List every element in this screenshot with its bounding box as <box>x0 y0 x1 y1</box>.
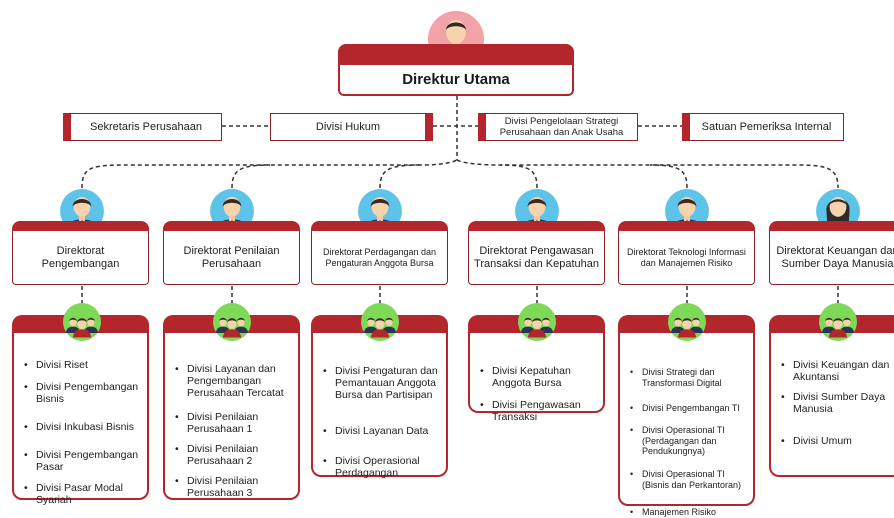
division-card: Divisi RisetDivisi Pengembangan BisnisDi… <box>12 315 149 506</box>
division-item: Divisi Pengembangan TI <box>630 403 749 414</box>
directorate-name: Direktorat Penilaian Perusahaan <box>163 231 300 285</box>
directorate-card: Direktorat Pengembangan <box>12 221 149 285</box>
team-icon <box>212 302 252 342</box>
division-card: Divisi Kepatuhan Anggota BursaDivisi Pen… <box>468 315 605 423</box>
division-item: Divisi Layanan Data <box>323 425 442 437</box>
divisi-hukum-box: Divisi Hukum <box>270 113 433 141</box>
division-item: Divisi Pengembangan Bisnis <box>24 381 143 405</box>
division-item: Divisi Operasional TI (Bisnis dan Perkan… <box>630 469 749 490</box>
division-item: Divisi Penilaian Perusahaan 1 <box>175 411 294 435</box>
connector-lines <box>81 96 839 310</box>
division-item: Divisi Pasar Modal Syariah <box>24 482 143 506</box>
directorate-name: Direktorat Pengembangan <box>12 231 149 285</box>
direktur-utama-box: Direktur Utama <box>338 44 574 96</box>
division-item: Divisi Sumber Daya Manusia <box>781 391 894 415</box>
team-icon <box>517 302 557 342</box>
directorate-card: Direktorat Teknologi Informasi dan Manaj… <box>618 221 755 285</box>
directorate-name: Direktorat Keuangan dan Sumber Daya Manu… <box>769 231 894 285</box>
directorate-card: Direktorat Penilaian Perusahaan <box>163 221 300 285</box>
directorate-name: Direktorat Perdagangan dan Pengaturan An… <box>311 231 448 285</box>
division-item: Divisi Kepatuhan Anggota Bursa <box>480 365 599 389</box>
division-card: Divisi Strategi dan Transformasi Digital… <box>618 315 755 517</box>
division-item: Divisi Pengaturan dan Pemantauan Anggota… <box>323 365 442 401</box>
division-item: Divisi Penilaian Perusahaan 2 <box>175 443 294 467</box>
directorate-name: Direktorat Teknologi Informasi dan Manaj… <box>618 231 755 285</box>
division-item: Divisi Inkubasi Bisnis <box>24 421 143 433</box>
division-item: Divisi Pengawasan Transaksi <box>480 399 599 423</box>
division-item: Divisi Riset <box>24 359 143 371</box>
division-item: Divisi Layanan dan Pengembangan Perusaha… <box>175 363 294 399</box>
division-item: Divisi Umum <box>781 435 894 447</box>
team-icon <box>360 302 400 342</box>
team-icon <box>667 302 707 342</box>
division-item: Divisi Penilaian Perusahaan 3 <box>175 475 294 499</box>
sekretaris-perusahaan-box: Sekretaris Perusahaan <box>63 113 222 141</box>
division-item: Divisi Operasional TI (Perdagangan dan P… <box>630 425 749 457</box>
division-item: Manajemen Risiko <box>630 507 749 518</box>
division-card: Divisi Layanan dan Pengembangan Perusaha… <box>163 315 300 500</box>
directorate-card: Direktorat Perdagangan dan Pengaturan An… <box>311 221 448 285</box>
division-item: Divisi Operasional Perdagangan <box>323 455 442 479</box>
division-item: Divisi Strategi dan Transformasi Digital <box>630 367 749 388</box>
directorate-card: Direktorat Pengawasan Transaksi dan Kepa… <box>468 221 605 285</box>
directorate-card: Direktorat Keuangan dan Sumber Daya Manu… <box>769 221 894 285</box>
divisi-strategi-box: Divisi Pengelolaan Strategi Perusahaan d… <box>478 113 638 141</box>
team-icon <box>818 302 858 342</box>
directorate-name: Direktorat Pengawasan Transaksi dan Kepa… <box>468 231 605 285</box>
satuan-pemeriksa-internal-box: Satuan Pemeriksa Internal <box>682 113 844 141</box>
direktur-utama-title: Direktur Utama <box>338 63 574 96</box>
division-card: Divisi Keuangan dan AkuntansiDivisi Sumb… <box>769 315 894 477</box>
team-icon <box>62 302 102 342</box>
division-card: Divisi Pengaturan dan Pemantauan Anggota… <box>311 315 448 479</box>
division-item: Divisi Pengembangan Pasar <box>24 449 143 473</box>
division-item: Divisi Keuangan dan Akuntansi <box>781 359 894 383</box>
